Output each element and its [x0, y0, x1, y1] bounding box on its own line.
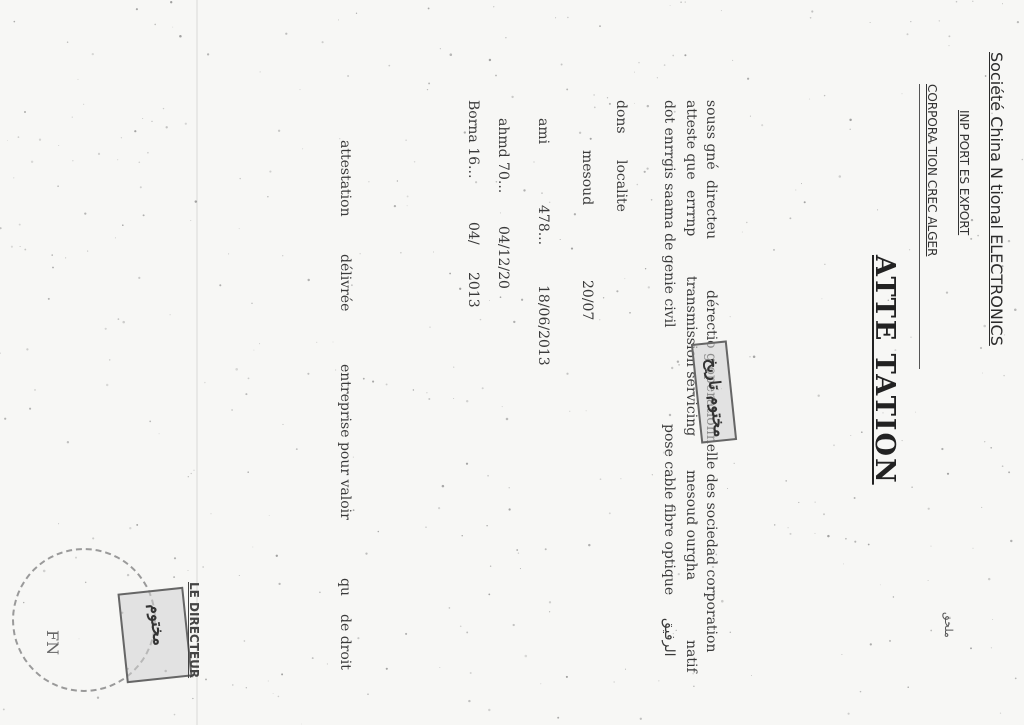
body-line-5-b: 20/07 — [579, 280, 595, 321]
body-line-8-a: Borna 16... — [465, 100, 481, 179]
body-line-4-b: localite — [613, 160, 629, 212]
body-line-4-a: dons — [613, 100, 629, 134]
body-line-2-d: mesoud ourgha — [683, 470, 699, 581]
body-line-1-a: souss gné — [703, 100, 719, 170]
header-line-3: CORPORA TION CREC ALGER — [925, 84, 939, 257]
stamp-secondary: مختوم — [117, 586, 193, 684]
body-line-7-a: ahmd 70... — [495, 118, 511, 194]
header-line-2: INP PORT ES EXPORT — [957, 110, 971, 236]
signature-initials: FN — [43, 630, 62, 656]
body-line-2-b: errrnp — [683, 190, 699, 237]
body-line-6-b: 478... — [535, 205, 551, 246]
body-line-9-c: entreprise pour valoir — [337, 364, 353, 520]
body-line-6-a: ami — [535, 118, 551, 145]
body-line-3-a: dot enrrgis saama de genie civil — [661, 100, 677, 328]
body-line-3-c: الرفيق — [661, 618, 677, 657]
body-line-8-b: 04/ — [465, 222, 481, 245]
body-line-2-e: natif — [683, 640, 699, 673]
body-line-2-a: atteste que — [683, 100, 699, 180]
company-name: Société China N tional ELECTRONICS — [987, 52, 1006, 346]
body-line-8-c: 2013 — [465, 272, 481, 308]
header-rule — [919, 84, 920, 369]
body-line-1-b: directeu — [703, 180, 719, 240]
fold-line — [196, 0, 198, 725]
body-line-9-a: attestation — [337, 140, 353, 217]
body-line-9-e: de droit — [337, 614, 353, 670]
document-title: ATTE TATION — [869, 255, 900, 485]
body-line-6-c: 18/06/2013 — [535, 285, 551, 366]
stamp-primary-text: مختوم تاريخ — [702, 357, 730, 438]
body-line-9-b: délivrée — [337, 254, 353, 312]
body-line-5-a: mesoud — [579, 150, 595, 206]
reference-mark: ملحق — [942, 612, 955, 638]
body-line-3-b: pose cable fibre optique — [661, 424, 677, 596]
body-line-7-b: 04/12/20 — [495, 226, 511, 289]
stamp-secondary-text: مختوم — [145, 602, 170, 647]
body-line-9-d: qu — [337, 578, 353, 596]
signature-title: LE DIRECTEUR — [187, 582, 201, 679]
